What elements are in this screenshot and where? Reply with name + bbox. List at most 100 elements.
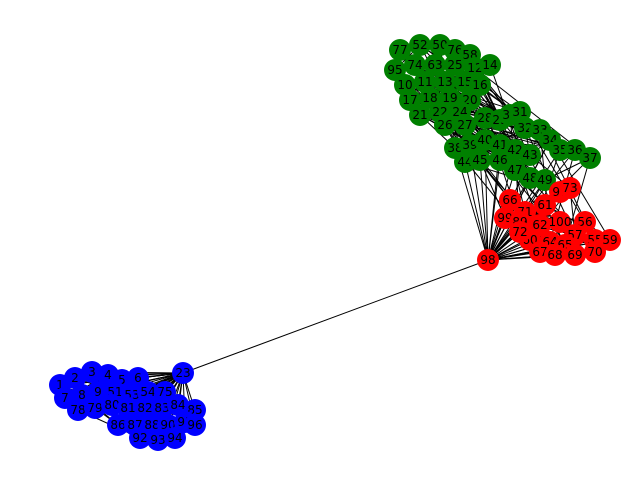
node-label: 6 bbox=[134, 371, 142, 385]
node-label: 4 bbox=[104, 368, 112, 382]
graph-node: 70 bbox=[584, 241, 606, 263]
node-label: 70 bbox=[587, 245, 602, 259]
node-label: 69 bbox=[567, 248, 582, 262]
node-circle bbox=[559, 177, 581, 199]
node-label: 52 bbox=[412, 38, 427, 52]
node-circle bbox=[134, 397, 156, 419]
graph-edge bbox=[464, 161, 489, 261]
node-label: 94 bbox=[167, 431, 182, 445]
graph-edge bbox=[182, 259, 489, 374]
graph-node: 59 bbox=[599, 229, 621, 251]
node-circle bbox=[164, 427, 186, 449]
node-label: 39 bbox=[462, 138, 477, 152]
node-label: 59 bbox=[602, 233, 617, 247]
node-label: 32 bbox=[517, 121, 532, 135]
node-label: 18 bbox=[422, 91, 437, 105]
node-label: 84 bbox=[170, 398, 185, 412]
node-circle bbox=[129, 427, 151, 449]
node-label: 99 bbox=[497, 211, 512, 225]
node-label: 35 bbox=[552, 143, 567, 157]
node-label: 83 bbox=[154, 401, 169, 415]
node-label: 37 bbox=[582, 151, 597, 165]
node-label: 17 bbox=[402, 93, 417, 107]
node-label: 68 bbox=[547, 248, 562, 262]
node-label: 95 bbox=[387, 63, 402, 77]
node-circle bbox=[534, 194, 556, 216]
node-label: 11 bbox=[417, 75, 432, 89]
graph-node: 77 bbox=[389, 39, 411, 61]
node-label: 12 bbox=[467, 61, 482, 75]
node-label: 45 bbox=[472, 153, 487, 167]
node-circle bbox=[409, 104, 431, 126]
node-label: 78 bbox=[70, 403, 85, 417]
node-circle bbox=[444, 54, 466, 76]
node-circle bbox=[477, 249, 499, 271]
node-label: 100 bbox=[549, 215, 572, 229]
node-label: 54 bbox=[140, 385, 155, 399]
graph-node: 94 bbox=[164, 427, 186, 449]
node-label: 7 bbox=[61, 391, 69, 405]
node-circle bbox=[84, 397, 106, 419]
node-circle bbox=[549, 211, 571, 233]
graph-node: 61 bbox=[534, 194, 556, 216]
node-label: 2 bbox=[71, 371, 79, 385]
node-label: 73 bbox=[562, 181, 577, 195]
graph-node: 72 bbox=[509, 221, 531, 243]
node-label: 72 bbox=[512, 225, 527, 239]
node-circle bbox=[509, 221, 531, 243]
node-label: 14 bbox=[482, 58, 497, 72]
node-label: 43 bbox=[522, 148, 537, 162]
node-circle bbox=[107, 414, 129, 436]
graph-node: 92 bbox=[129, 427, 151, 449]
graph-edge bbox=[479, 159, 489, 261]
graph-node: 37 bbox=[579, 147, 601, 169]
node-label: 79 bbox=[87, 401, 102, 415]
graph-node: 74 bbox=[404, 54, 426, 76]
node-label: 74 bbox=[407, 58, 422, 72]
graph-node: 49 bbox=[534, 169, 556, 191]
node-circle bbox=[534, 169, 556, 191]
node-circle bbox=[454, 114, 476, 136]
node-label: 8 bbox=[78, 388, 86, 402]
node-circle bbox=[469, 149, 491, 171]
node-label: 61 bbox=[537, 198, 552, 212]
node-circle bbox=[172, 362, 194, 384]
graph-node: 45 bbox=[469, 149, 491, 171]
graph-node: 23 bbox=[172, 362, 194, 384]
graph-node: 86 bbox=[107, 414, 129, 436]
node-label: 63 bbox=[427, 58, 442, 72]
node-label: 77 bbox=[392, 43, 407, 57]
node-circle bbox=[599, 229, 621, 251]
node-label: 98 bbox=[480, 253, 495, 267]
node-label: 42 bbox=[507, 143, 522, 157]
graph-node: 26 bbox=[434, 114, 456, 136]
node-label: 47 bbox=[507, 163, 522, 177]
graph-edge bbox=[487, 159, 501, 261]
node-circle bbox=[389, 39, 411, 61]
graph-node: 79 bbox=[84, 397, 106, 419]
graph-node: 69 bbox=[564, 244, 586, 266]
node-circle bbox=[479, 54, 501, 76]
node-label: 49 bbox=[537, 173, 552, 187]
node-label: 15 bbox=[457, 75, 472, 89]
node-circle bbox=[579, 147, 601, 169]
node-label: 31 bbox=[512, 105, 527, 119]
graph-node: 98 bbox=[477, 249, 499, 271]
graph-node: 66 bbox=[499, 189, 521, 211]
node-label: 23 bbox=[175, 366, 190, 380]
node-label: 21 bbox=[412, 108, 427, 122]
graph-node: 43 bbox=[519, 144, 541, 166]
node-label: 82 bbox=[137, 401, 152, 415]
node-label: 9 bbox=[94, 385, 102, 399]
node-label: 28 bbox=[477, 111, 492, 125]
graph-node: 68 bbox=[544, 244, 566, 266]
graph-node: 14 bbox=[479, 54, 501, 76]
node-circle bbox=[499, 189, 521, 211]
node-label: 19 bbox=[442, 91, 457, 105]
node-label: 13 bbox=[437, 75, 452, 89]
node-circle bbox=[404, 54, 426, 76]
node-label: 40 bbox=[477, 133, 492, 147]
graph-node: 21 bbox=[409, 104, 431, 126]
graph-node: 78 bbox=[67, 399, 89, 421]
